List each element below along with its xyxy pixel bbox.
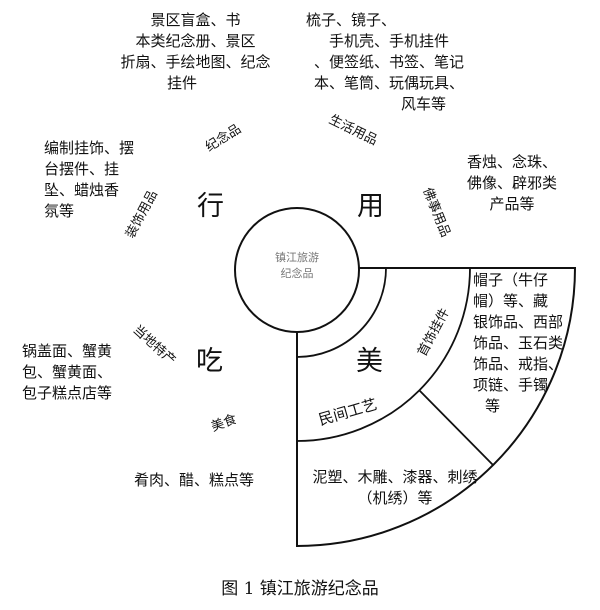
desc-meishi-1: 肴肉、醋、糕点等 [133,471,254,489]
desc-shenghuo-1: 梳子、镜子、 [306,11,397,29]
desc-shenghuo-5: 风车等 [400,95,446,113]
desc-dangdi-3: 包子糕点店等 [22,384,113,402]
desc-dangdi-2: 包、蟹黄面、 [22,363,113,381]
desc-shoushi-3: 银饰品、西部 [473,313,564,331]
divider-line [418,389,494,466]
center-circle [234,207,360,333]
quadrant-xing: 行 [197,191,224,222]
desc-zhuangshi-3: 坠、蜡烛香 [44,181,120,199]
center-text: 镇江旅游 纪念品 [255,250,339,282]
quadrant-mei: 美 [356,346,383,377]
desc-jinianpin-1: 景区盲盒、书 [150,11,241,29]
desc-jinianpin-4: 挂件 [167,74,198,92]
desc-zhuangshi-4: 氛等 [44,202,75,220]
desc-shoushi-5: 饰品、戒指、 [473,355,564,373]
desc-jinianpin: 景区盲盒、书 本类纪念册、景区 折扇、手绘地图、纪念 挂件 [103,10,288,94]
desc-jinianpin-3: 折扇、手绘地图、纪念 [120,53,271,71]
desc-jinianpin-2: 本类纪念册、景区 [135,32,256,50]
desc-shenghuo: 梳子、镜子、 手机壳、手机挂件 、便签纸、书签、笔记 本、笔筒、玩偶玩具、 风车… [300,10,478,115]
desc-foshi: 香烛、念珠、 佛像、辟邪类 产品等 [450,152,574,215]
desc-shenghuo-3: 、便签纸、书签、笔记 [313,53,464,71]
outer-arc [296,267,577,548]
desc-shoushi-6: 项链、手镯 [473,376,549,394]
desc-dangdi-1: 锅盖面、蟹黄 [22,342,113,360]
desc-foshi-3: 产品等 [489,195,535,213]
desc-meishi: 肴肉、醋、糕点等 [119,470,269,491]
center-line-2: 纪念品 [280,267,314,280]
desc-zhuangshi-2: 台摆件、挂 [44,160,120,178]
desc-foshi-1: 香烛、念珠、 [466,153,557,171]
inner-arc-2 [296,267,387,358]
desc-dangdi: 锅盖面、蟹黄 包、蟹黄面、 包子糕点店等 [22,341,157,404]
desc-shoushi-1: 帽子（牛仔 [473,271,549,289]
center-line-1: 镇江旅游 [275,251,319,264]
desc-shoushi-2: 帽）等、藏 [473,292,549,310]
desc-minjian: 泥塑、木雕、漆器、刺绣 （机绣）等 [300,467,490,509]
quadrant-yong: 用 [357,191,384,222]
desc-zhuangshi: 编制挂饰、摆 台摆件、挂 坠、蜡烛香 氛等 [44,138,160,222]
quadrant-chi: 吃 [196,346,223,377]
desc-shoushi-7: 等 [485,397,501,415]
desc-shenghuo-4: 本、笔筒、玩偶玩具、 [313,74,464,92]
desc-minjian-2: （机绣）等 [357,489,433,507]
desc-zhuangshi-1: 编制挂饰、摆 [44,139,135,157]
desc-minjian-1: 泥塑、木雕、漆器、刺绣 [312,468,478,486]
desc-foshi-2: 佛像、辟邪类 [466,174,557,192]
desc-shenghuo-2: 手机壳、手机挂件 [328,32,449,50]
figure-caption: 图 1 镇江旅游纪念品 [221,579,379,599]
desc-shoushi-4: 饰品、玉石类 [473,334,564,352]
desc-shoushi: 帽子（牛仔 帽）等、藏 银饰品、西部 饰品、玉石类 饰品、戒指、 项链、手镯 等 [473,270,591,417]
